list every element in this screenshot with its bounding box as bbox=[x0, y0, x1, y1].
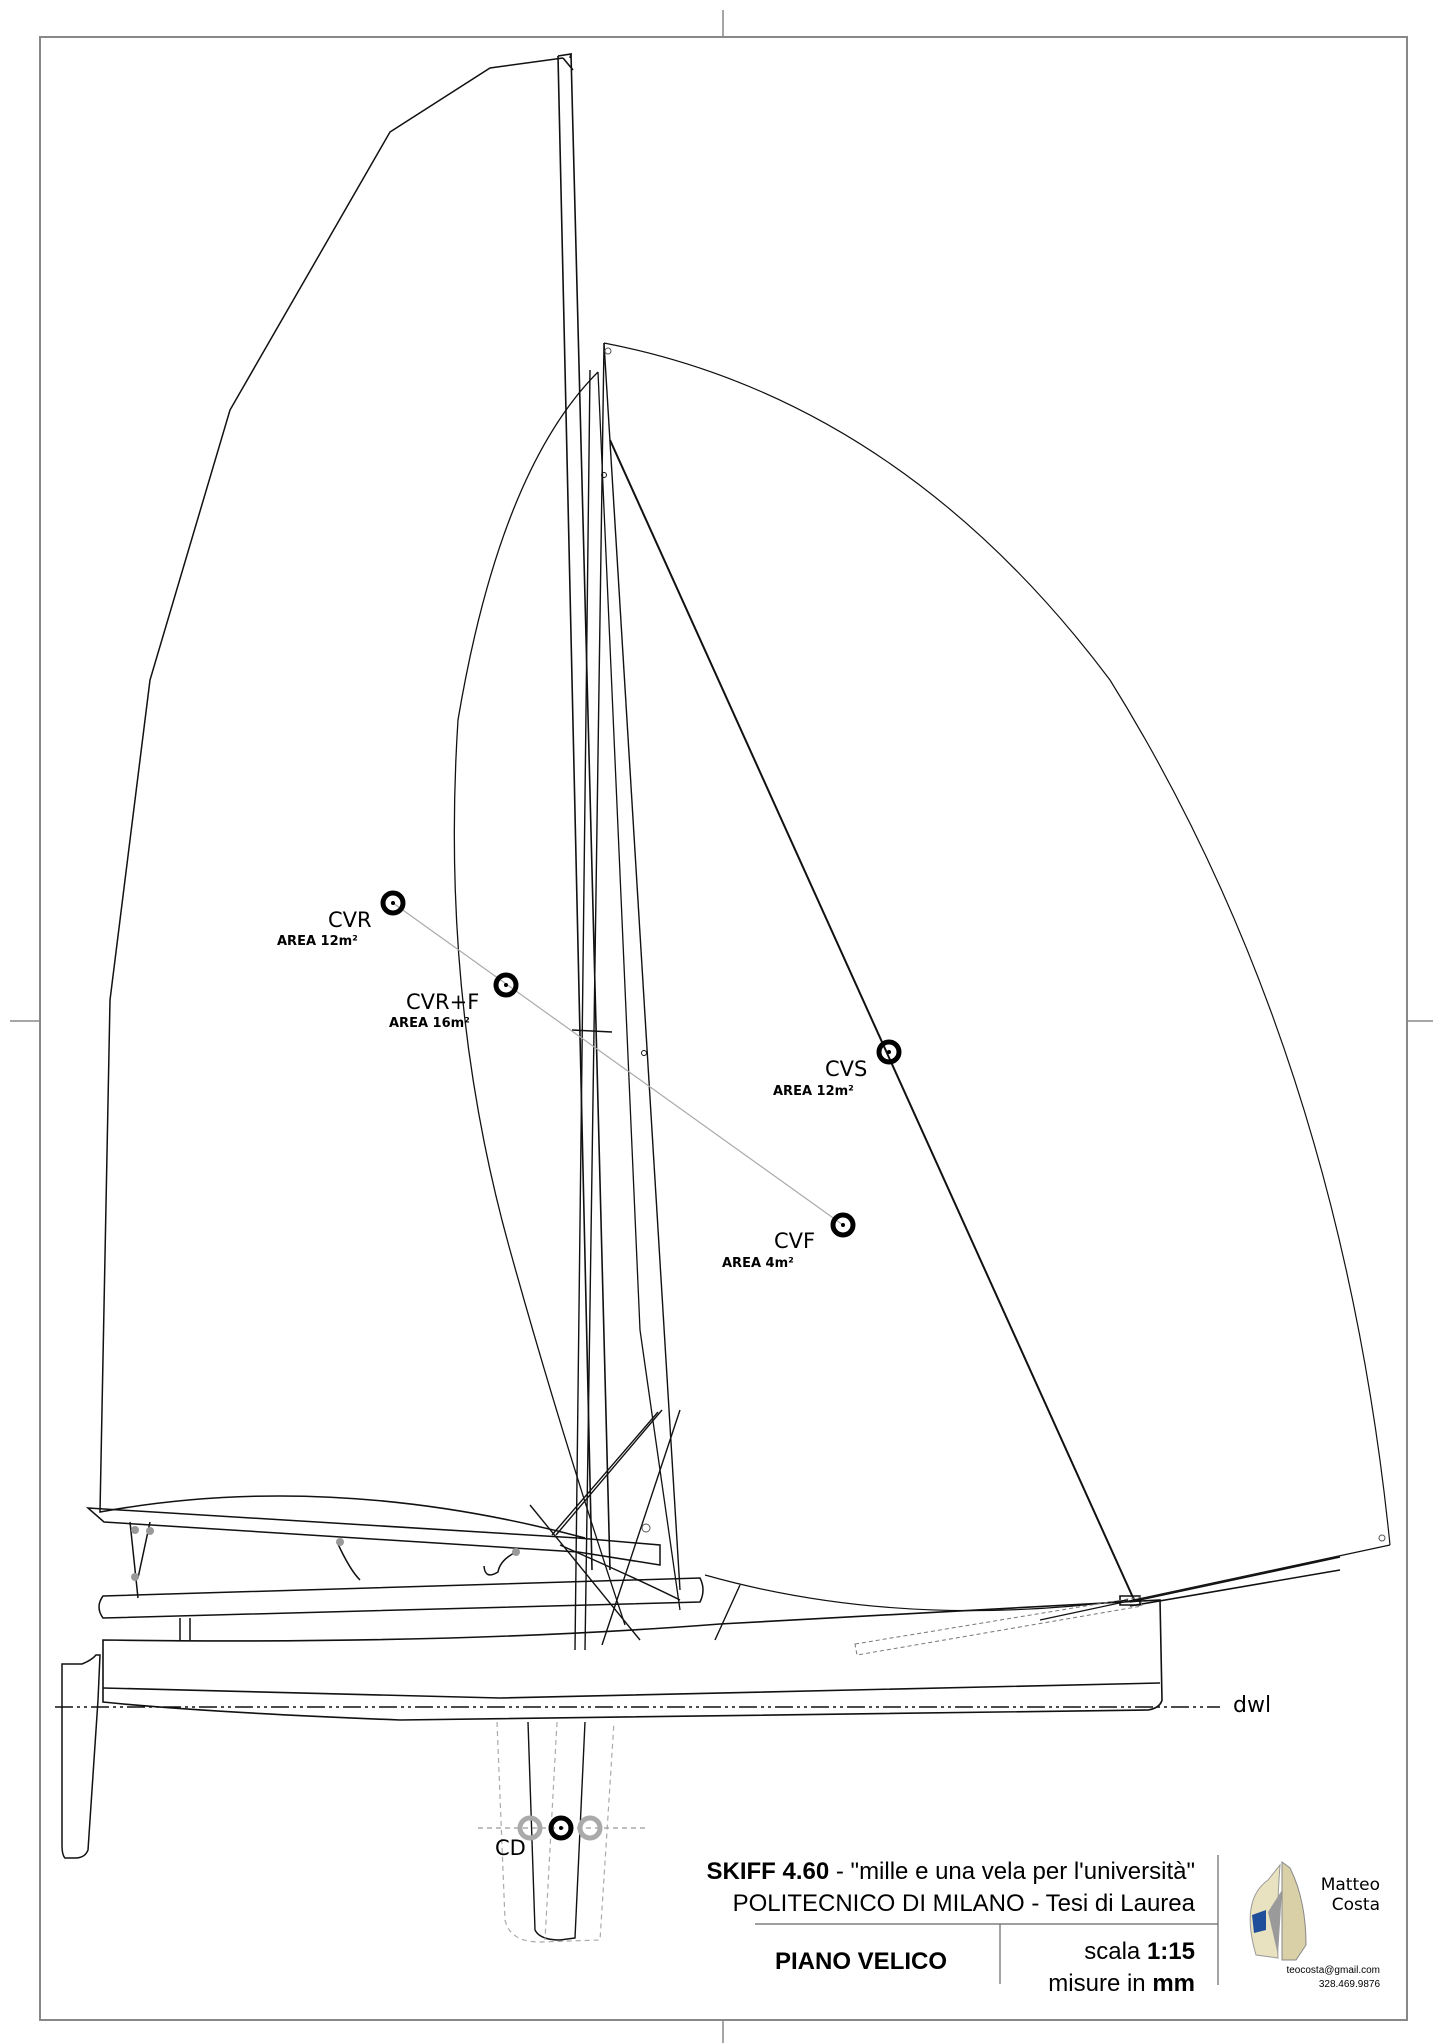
jib-outline bbox=[453, 371, 626, 1626]
author-contact: teocosta@gmail.com 328.469.9876 bbox=[1250, 1964, 1380, 1992]
scale-block: scala 1:15 misure in mm bbox=[1005, 1938, 1195, 1998]
cvs-marker-icon bbox=[876, 1039, 902, 1065]
rigging bbox=[529, 342, 741, 1651]
title-block-lines bbox=[755, 1855, 1219, 1985]
scale-label: scala bbox=[1084, 1938, 1147, 1965]
waterline-label: dwl bbox=[1233, 1693, 1272, 1718]
cvr-marker-icon bbox=[380, 890, 406, 916]
mast bbox=[557, 53, 611, 1571]
scale-value: 1:15 bbox=[1146, 1938, 1195, 1965]
author-logo-icon bbox=[1249, 1861, 1307, 1961]
cvf-label: CVF bbox=[774, 1229, 816, 1253]
author-email[interactable]: teocosta@gmail.com bbox=[1286, 1965, 1380, 1976]
cd-marker-icon bbox=[517, 1815, 603, 1841]
rudder bbox=[61, 1654, 101, 1859]
cvs-area-label: AREA 12m² bbox=[773, 1084, 854, 1099]
bowsprit-retracted bbox=[854, 1596, 1143, 1656]
gennaker-foot bbox=[704, 1574, 1129, 1612]
units-label: misure in bbox=[1048, 1970, 1153, 1997]
cd-label: CD bbox=[495, 1836, 526, 1860]
title-block: SKIFF 4.60 - "mille e una vela per l'uni… bbox=[600, 1858, 1196, 1988]
tack-line bbox=[1039, 1544, 1391, 1621]
jib-leech bbox=[597, 371, 681, 1611]
cvs-label: CVS bbox=[825, 1057, 868, 1081]
cvr-area-label: AREA 12m² bbox=[277, 934, 358, 949]
author-block: Matteo Costa bbox=[1300, 1875, 1380, 1916]
cvr-label: CVR bbox=[328, 908, 372, 932]
project-title-bold: SKIFF 4.60 bbox=[706, 1858, 830, 1885]
daggerboard bbox=[527, 1721, 586, 1941]
project-title-rest: - "mille e una vela per l'università" bbox=[829, 1858, 1195, 1885]
units-line: misure in mm bbox=[1005, 1970, 1195, 1998]
author-last-name: Costa bbox=[1331, 1895, 1380, 1916]
institution: POLITECNICO DI MILANO - Tesi di Laurea bbox=[732, 1890, 1195, 1917]
cvf-area-label: AREA 4m² bbox=[722, 1256, 794, 1271]
units-value: mm bbox=[1152, 1970, 1195, 1997]
author-first-name: Matteo bbox=[1320, 1875, 1380, 1895]
coe-connecting-line bbox=[392, 902, 844, 1226]
drawing-frame bbox=[39, 36, 1408, 2021]
blocks bbox=[131, 1526, 520, 1581]
scale-line: scala 1:15 bbox=[1005, 1938, 1195, 1966]
cvf-marker-icon bbox=[830, 1212, 856, 1238]
cvrf-label: CVR+F bbox=[406, 990, 480, 1014]
project-title: SKIFF 4.60 - "mille e una vela per l'uni… bbox=[707, 1858, 1196, 1886]
mainsail-outline bbox=[99, 57, 586, 1539]
center-marks bbox=[10, 10, 1433, 2043]
boom bbox=[85, 1507, 681, 1601]
cvrf-marker-icon bbox=[493, 972, 519, 998]
sheet-name: PIANO VELICO bbox=[775, 1948, 948, 1975]
coe-markers bbox=[380, 890, 902, 1238]
wing-bar bbox=[98, 1577, 704, 1640]
hull bbox=[102, 1556, 1341, 1721]
cvrf-area-label: AREA 16m² bbox=[389, 1016, 470, 1031]
author-phone: 328.469.9876 bbox=[1318, 1979, 1380, 1990]
gennaker-luff bbox=[603, 342, 1391, 1546]
gennaker-leech bbox=[609, 439, 1136, 1603]
